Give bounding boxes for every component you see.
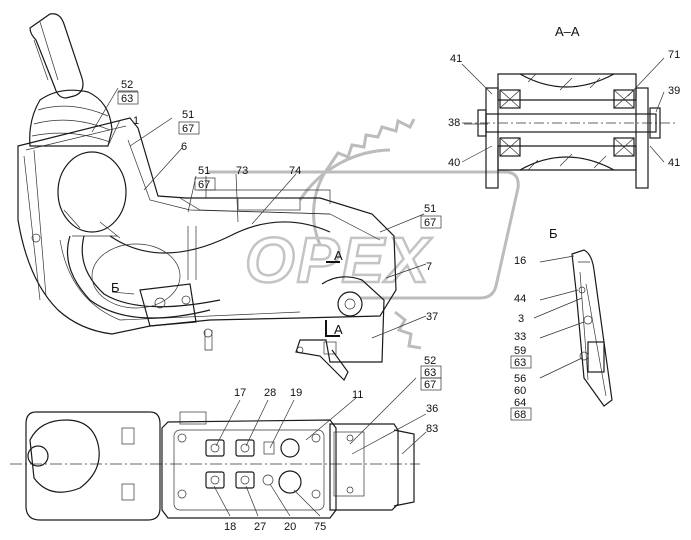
callout-64: 64 (514, 397, 526, 409)
callout-33: 33 (514, 331, 526, 343)
callout-41: 41 (450, 53, 462, 65)
mount-bracket (139, 283, 197, 327)
callout-6: 6 (181, 141, 187, 153)
pivot-bracket (295, 276, 385, 382)
callout-40: 40 (448, 157, 460, 169)
callout-51c: 51 (424, 203, 436, 215)
callout-51: 51 (182, 109, 194, 121)
section-aa-title: А–А (555, 24, 580, 39)
joystick-boot (29, 89, 113, 147)
section-aa (461, 57, 678, 189)
switch-27 (235, 471, 255, 489)
callout-18: 18 (224, 521, 236, 533)
callout-63c: 63 (424, 367, 436, 379)
watermark-frame (208, 170, 520, 300)
callout-41b: 41 (668, 157, 680, 169)
callout-16: 16 (514, 255, 526, 267)
button-top-right (280, 438, 300, 458)
aa-left-flange (485, 87, 499, 189)
handle-top-view (25, 411, 161, 521)
aa-right-flange (635, 87, 649, 189)
callout-28: 28 (264, 387, 276, 399)
switch-28 (235, 439, 255, 457)
callout-section-a-bottom: А (334, 322, 343, 337)
view-b-body (571, 249, 613, 407)
callout-view-b-marker: Б (111, 280, 120, 295)
callout-73: 73 (236, 165, 248, 177)
right-module (329, 423, 399, 511)
callouts: 52 63 1 51 67 6 51 67 73 74 51 67 7 37 Б… (111, 24, 680, 533)
aa-roller (497, 73, 637, 171)
callout-1: 1 (133, 115, 139, 127)
callout-59: 59 (514, 345, 526, 357)
button-75 (278, 470, 302, 494)
callout-section-a-top: А (334, 248, 343, 263)
indicator-20 (262, 474, 274, 486)
callout-67: 67 (182, 123, 194, 135)
callout-75: 75 (314, 521, 326, 533)
side-view-joystick-assembly (17, 13, 397, 382)
callout-38: 38 (448, 117, 460, 129)
callout-37: 37 (426, 311, 438, 323)
view-b (533, 249, 613, 407)
switch-panel (161, 419, 337, 519)
callout-7: 7 (426, 261, 432, 273)
callout-67b: 67 (198, 179, 210, 191)
joystick-cylinder (57, 151, 127, 233)
callout-63b: 63 (514, 357, 526, 369)
callout-39: 39 (668, 85, 680, 97)
callout-52b: 52 (424, 355, 436, 367)
callout-51b: 51 (198, 165, 210, 177)
switch-17 (205, 439, 225, 457)
hoses (66, 221, 331, 319)
callout-20: 20 (284, 521, 296, 533)
watermark: OPEX (208, 118, 520, 350)
callout-52: 52 (121, 79, 133, 91)
callout-60: 60 (514, 385, 526, 397)
joystick-handle (29, 13, 84, 99)
callout-68: 68 (514, 409, 526, 421)
leader-lines-side (91, 87, 427, 339)
watermark-text: OPEX (245, 224, 432, 296)
indicator-19 (263, 441, 275, 455)
callout-11: 11 (352, 389, 363, 401)
callout-83: 83 (426, 423, 438, 435)
callout-67d: 67 (424, 379, 436, 391)
callout-63: 63 (121, 93, 133, 105)
callout-56: 56 (514, 373, 526, 385)
callout-19: 19 (290, 387, 302, 399)
callout-74: 74 (289, 165, 301, 177)
callout-67c: 67 (424, 217, 436, 229)
callout-71: 71 (668, 49, 680, 61)
callout-27: 27 (254, 521, 266, 533)
callout-17: 17 (234, 387, 246, 399)
callout-3: 3 (518, 313, 524, 325)
callout-44: 44 (514, 293, 526, 305)
callout-36: 36 (426, 403, 438, 415)
bottom-control-panel (10, 377, 427, 521)
view-b-title: Б (549, 226, 558, 241)
console-body (17, 117, 397, 335)
switch-18 (205, 471, 225, 489)
